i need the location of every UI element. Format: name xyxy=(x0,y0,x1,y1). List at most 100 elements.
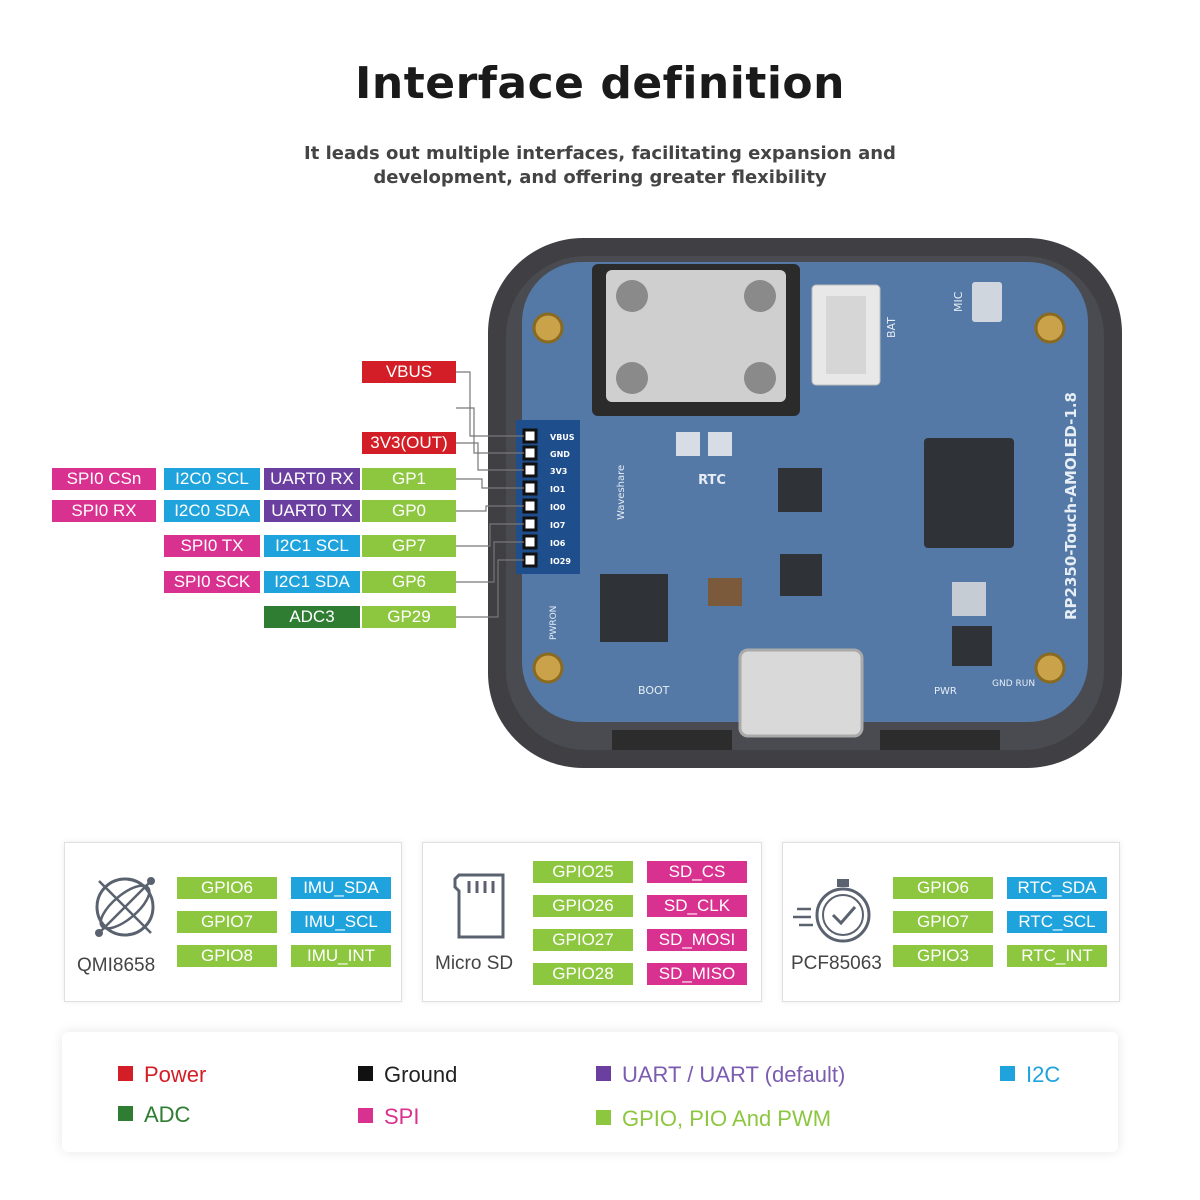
legend-label: I2C xyxy=(1026,1062,1061,1087)
legend-swatch xyxy=(596,1066,611,1081)
legend-swatch xyxy=(1000,1066,1015,1081)
panel-gpio-label: GPIO28 xyxy=(533,963,633,985)
panel-function-label: SD_MISO xyxy=(647,963,747,985)
imu-chip xyxy=(778,468,822,512)
header-pin xyxy=(522,516,538,532)
pin-alt-label: SPI0 TX xyxy=(164,535,260,557)
page-title: Interface definition xyxy=(355,58,845,109)
pin-label-gp6: GP6 xyxy=(362,571,456,593)
legend-label: Ground xyxy=(384,1062,458,1087)
legend-swatch xyxy=(596,1110,611,1125)
pin-alt-label: I2C0 SCL xyxy=(164,468,260,490)
panel-gpio-label: GPIO25 xyxy=(533,861,633,883)
board-side-text: RP2350-Touch-AMOLED-1.8 xyxy=(1062,392,1080,620)
header-pin xyxy=(522,552,538,568)
rtc-pad-minus xyxy=(676,432,700,456)
pin-label-vbus: VBUS xyxy=(362,361,456,383)
pin-alt-label: SPI0 CSn xyxy=(52,468,156,490)
leader-line xyxy=(456,559,524,618)
mount-hole-tr xyxy=(1034,312,1066,344)
header-pin-label: IO1 xyxy=(550,485,566,494)
sd-card-icon xyxy=(453,873,505,939)
subtitle-line-1: It leads out multiple interfaces, facili… xyxy=(304,143,896,164)
small-chip xyxy=(780,554,822,596)
leader-line xyxy=(456,541,524,583)
panel-function-label: RTC_SCL xyxy=(1007,911,1107,933)
panel-function-label: SD_CLK xyxy=(647,895,747,917)
flash-chip xyxy=(600,574,668,642)
panel-function-label: SD_MOSI xyxy=(647,929,747,951)
panel-gpio-label: GPIO6 xyxy=(177,877,277,899)
mount-hole-br xyxy=(1034,652,1066,684)
header-pin xyxy=(522,534,538,550)
pin-label-gp29: GP29 xyxy=(362,606,456,628)
leader-line xyxy=(456,505,524,512)
pin-alt-label: I2C0 SDA xyxy=(164,500,260,522)
legend-swatch xyxy=(118,1106,133,1121)
header-pin xyxy=(522,498,538,514)
header-pin-label: IO0 xyxy=(550,503,566,512)
panel-name-qmi8658: QMI8658 xyxy=(77,955,156,976)
pin-label-3v3-out-: 3V3(OUT) xyxy=(362,432,456,454)
leader-line xyxy=(456,371,524,437)
header-pin xyxy=(522,428,538,444)
subtitle-line-2: development, and offering greater flexib… xyxy=(373,167,827,188)
panel-gpio-label: GPIO27 xyxy=(533,929,633,951)
microphone xyxy=(972,282,1002,322)
panel-function-label: RTC_INT xyxy=(1007,945,1107,967)
gnd-run-text: GND RUN xyxy=(992,679,1035,689)
pin-label-gp0: GP0 xyxy=(362,500,456,522)
bat-text: BAT xyxy=(885,317,898,338)
boot-text: BOOT xyxy=(638,684,670,697)
rtc-text: RTC xyxy=(698,473,726,488)
pin-alt-label: UART0 RX xyxy=(264,468,360,490)
pwr-text: PWR xyxy=(934,686,957,697)
brand-text: Waveshare xyxy=(616,465,627,520)
speaker-cone xyxy=(606,270,786,402)
panel-gpio-label: GPIO26 xyxy=(533,895,633,917)
panel-function-label: RTC_SDA xyxy=(1007,877,1107,899)
legend-label: UART / UART (default) xyxy=(622,1062,846,1087)
panel-gpio-label: GPIO8 xyxy=(177,945,277,967)
legend-label: GPIO, PIO And PWM xyxy=(622,1106,832,1131)
header-pin-label: IO29 xyxy=(550,557,571,566)
mic-text: MIC xyxy=(952,291,965,312)
pmu-chip xyxy=(952,626,992,666)
leader-line xyxy=(456,478,524,489)
legend-swatch xyxy=(358,1108,373,1123)
header-pin xyxy=(522,480,538,496)
pin-label-gp7: GP7 xyxy=(362,535,456,557)
pin-alt-label: I2C1 SDA xyxy=(264,571,360,593)
pin-alt-label: SPI0 RX xyxy=(52,500,156,522)
header-pin xyxy=(522,445,538,461)
pin-alt-label: ADC3 xyxy=(264,606,360,628)
header-pin-label: IO6 xyxy=(550,539,566,548)
header-pin-label: VBUS xyxy=(550,433,575,442)
page-subtitle: It leads out multiple interfaces, facili… xyxy=(300,142,900,190)
panel-function-label: IMU_INT xyxy=(291,945,391,967)
panel-gpio-label: GPIO7 xyxy=(893,911,993,933)
header-pin-label: GND xyxy=(550,450,570,459)
panel-function-label: SD_CS xyxy=(647,861,747,883)
header-pin-label: 3V3 xyxy=(550,467,567,476)
leader-lines xyxy=(456,371,524,618)
header-pin xyxy=(522,462,538,478)
usb-c-port xyxy=(738,648,864,738)
legend-label: ADC xyxy=(144,1102,191,1127)
pin-alt-label: I2C1 SCL xyxy=(264,535,360,557)
pin-alt-label: UART0 TX xyxy=(264,500,360,522)
legend-label: SPI xyxy=(384,1104,420,1129)
color-legend: Power Ground UART / UART (default) I2C ADC SP… xyxy=(62,1032,1118,1152)
rtc-chip xyxy=(952,582,986,616)
legend-label: Power xyxy=(144,1062,207,1087)
stopwatch-icon xyxy=(793,879,871,943)
pin-alt-label: SPI0 SCK xyxy=(164,571,260,593)
legend-swatch xyxy=(358,1066,373,1081)
header-pin-label: IO7 xyxy=(550,521,565,530)
rtc-pad-plus xyxy=(708,432,732,456)
